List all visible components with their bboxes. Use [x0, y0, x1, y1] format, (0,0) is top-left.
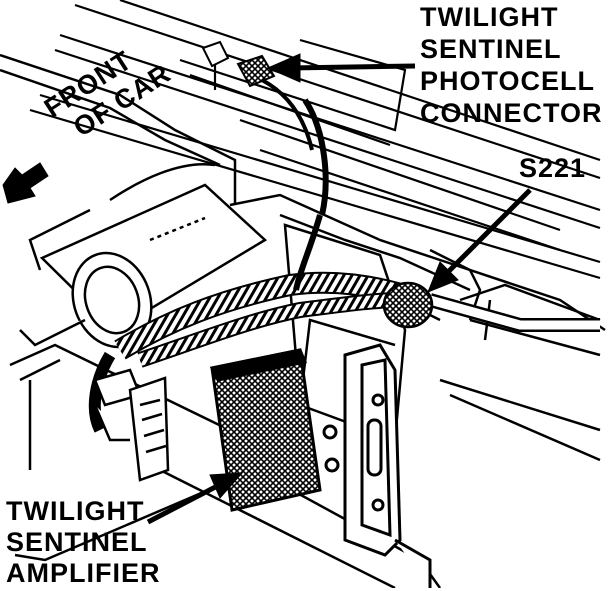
amplifier-label-line-1: TWILIGHT — [6, 496, 145, 526]
photocell-arrow-icon — [266, 53, 416, 83]
photocell-connector — [201, 40, 329, 216]
s221-splice — [382, 281, 434, 329]
amplifier-label: TWILIGHT SENTINEL AMPLIFIER — [6, 498, 161, 591]
photocell-label-line-2: SENTINEL — [420, 34, 562, 64]
photocell-label-line-3: PHOTOCELL — [420, 66, 596, 96]
harness-connectors — [93, 368, 170, 482]
s221-label: S221 — [519, 153, 587, 183]
s221-arrow-icon — [427, 188, 532, 293]
photocell-label-line-1: TWILIGHT — [420, 2, 559, 32]
photocell-connector-label: TWILIGHT SENTINEL PHOTOCELL CONNECTOR — [420, 4, 603, 132]
photocell-label-line-4: CONNECTOR — [420, 98, 603, 128]
right-structure — [399, 248, 601, 462]
mounting-bracket — [322, 343, 432, 588]
wiring-harness — [88, 214, 600, 433]
amplifier-label-line-2: SENTINEL — [6, 527, 148, 557]
blower-housing — [19, 183, 268, 349]
callout-arrows — [2, 53, 532, 525]
amplifier-label-line-3: AMPLIFIER — [6, 558, 161, 588]
amplifier-arrow-icon — [146, 472, 244, 525]
sentinel-amplifier — [209, 348, 322, 512]
front-direction-arrow-icon — [2, 162, 49, 204]
